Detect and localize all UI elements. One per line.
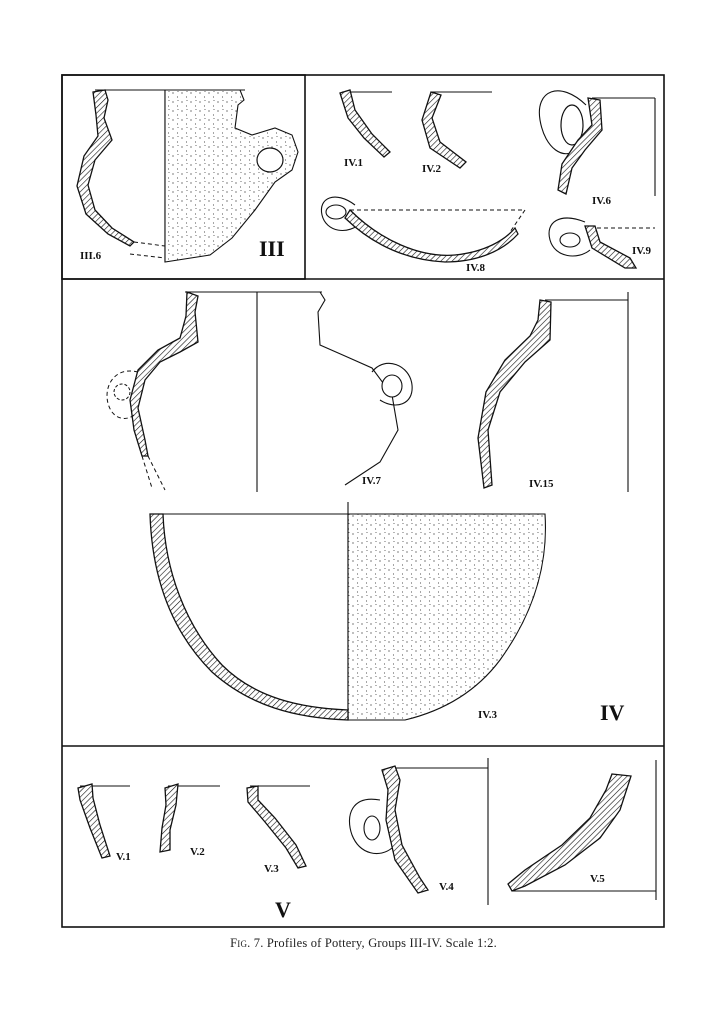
figure-caption-text: Profiles of Pottery, Groups III-IV. Scal… (266, 936, 497, 950)
vessel-iv-8: IV.8 (320, 196, 526, 274)
vessel-v-5: V.5 (507, 760, 657, 900)
label-v-3: V.3 (264, 863, 279, 875)
vessel-iv-15: IV.15 (477, 292, 629, 492)
figure-caption: Fig. 7. Profiles of Pottery, Groups III-… (0, 936, 727, 951)
vessel-iii-6: III.6 (76, 89, 299, 263)
label-iv-15: IV.15 (529, 478, 554, 490)
label-v-5: V.5 (590, 873, 605, 885)
group-iv-label: IV (600, 700, 625, 725)
vessel-iv-7: IV.7 (106, 291, 413, 492)
label-iv-2: IV.2 (422, 163, 442, 175)
figure-number: Fig. 7. (230, 936, 264, 950)
outer-frame (61, 74, 665, 928)
vessel-v-1: V.1 (77, 783, 131, 863)
vessel-iv-1: IV.1 (339, 89, 392, 169)
label-iv-7: IV.7 (362, 475, 382, 487)
vessel-iv-3: IV.3 (149, 502, 546, 721)
label-v-4: V.4 (439, 881, 454, 893)
group-v-label: V (275, 897, 291, 922)
vessel-iv-2: IV.2 (421, 91, 492, 175)
label-iv-6: IV.6 (592, 195, 612, 207)
vessel-iv-9: IV.9 (548, 217, 655, 269)
group-iii-label: III (259, 236, 285, 261)
vessel-v-4: V.4 (348, 758, 489, 905)
label-iv-8: IV.8 (466, 262, 486, 274)
label-iii-6: III.6 (80, 250, 102, 262)
plate-frames (61, 74, 665, 928)
vessel-v-3: V.3 (246, 785, 310, 875)
label-iv-9: IV.9 (632, 245, 652, 257)
label-iv-1: IV.1 (344, 157, 363, 169)
vessel-v-2: V.2 (159, 783, 220, 858)
label-iv-3: IV.3 (478, 709, 498, 721)
label-v-2: V.2 (190, 846, 205, 858)
vessel-iv-6: IV.6 (538, 90, 656, 207)
label-v-1: V.1 (116, 851, 131, 863)
